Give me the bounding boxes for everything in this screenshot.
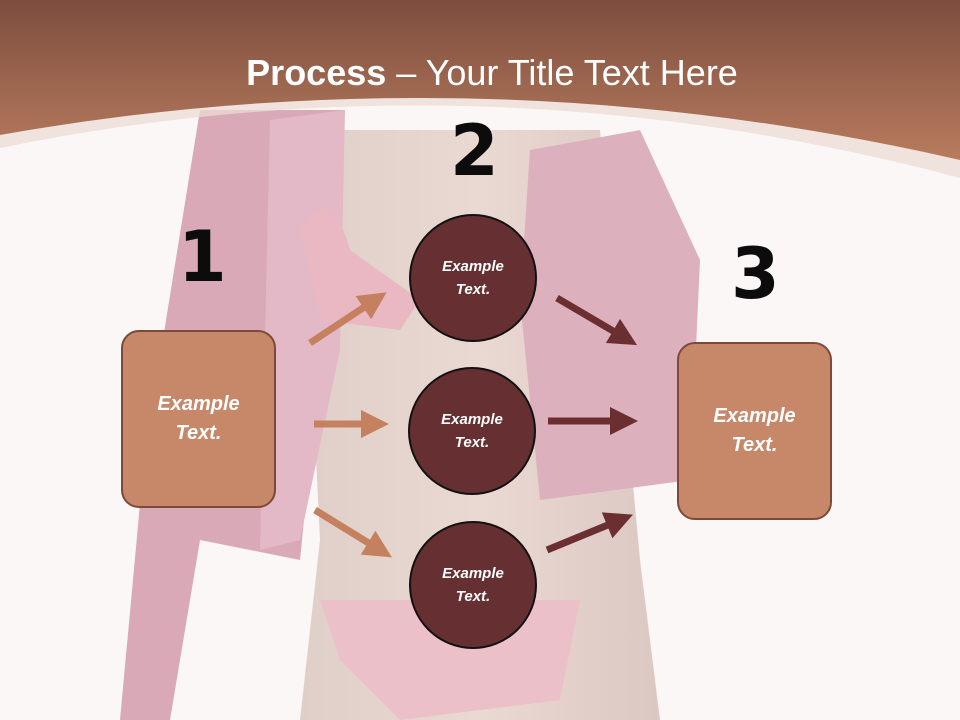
step-box-3: Example Text.: [677, 342, 832, 520]
step-number-2: 2: [450, 110, 499, 192]
step-box-3-text: Example Text.: [713, 405, 796, 456]
step-circle-3: Example Text.: [409, 521, 537, 649]
slide-title: Process – Your Title Text Here: [0, 52, 960, 94]
header-band: [0, 0, 960, 178]
step-number-3: 3: [731, 233, 780, 315]
arrow-box1-to-circle3: [313, 507, 392, 558]
arrow-circle1-to-box3: [555, 294, 638, 346]
step-circle-2: Example Text.: [408, 367, 536, 495]
step-number-1: 1: [178, 216, 227, 298]
title-rest: – Your Title Text Here: [386, 52, 738, 93]
arrow-box1-to-circle1: [308, 292, 387, 346]
step-circle-3-text: Example Text.: [442, 565, 504, 605]
step-circle-1: Example Text.: [409, 214, 537, 342]
step-circle-1-text: Example Text.: [442, 258, 504, 298]
step-box-1: Example Text.: [121, 330, 276, 508]
step-circle-2-text: Example Text.: [441, 411, 503, 451]
step-box-1-text: Example Text.: [157, 393, 240, 444]
title-bold: Process: [246, 52, 387, 93]
arrow-circle3-to-box3: [545, 512, 633, 554]
